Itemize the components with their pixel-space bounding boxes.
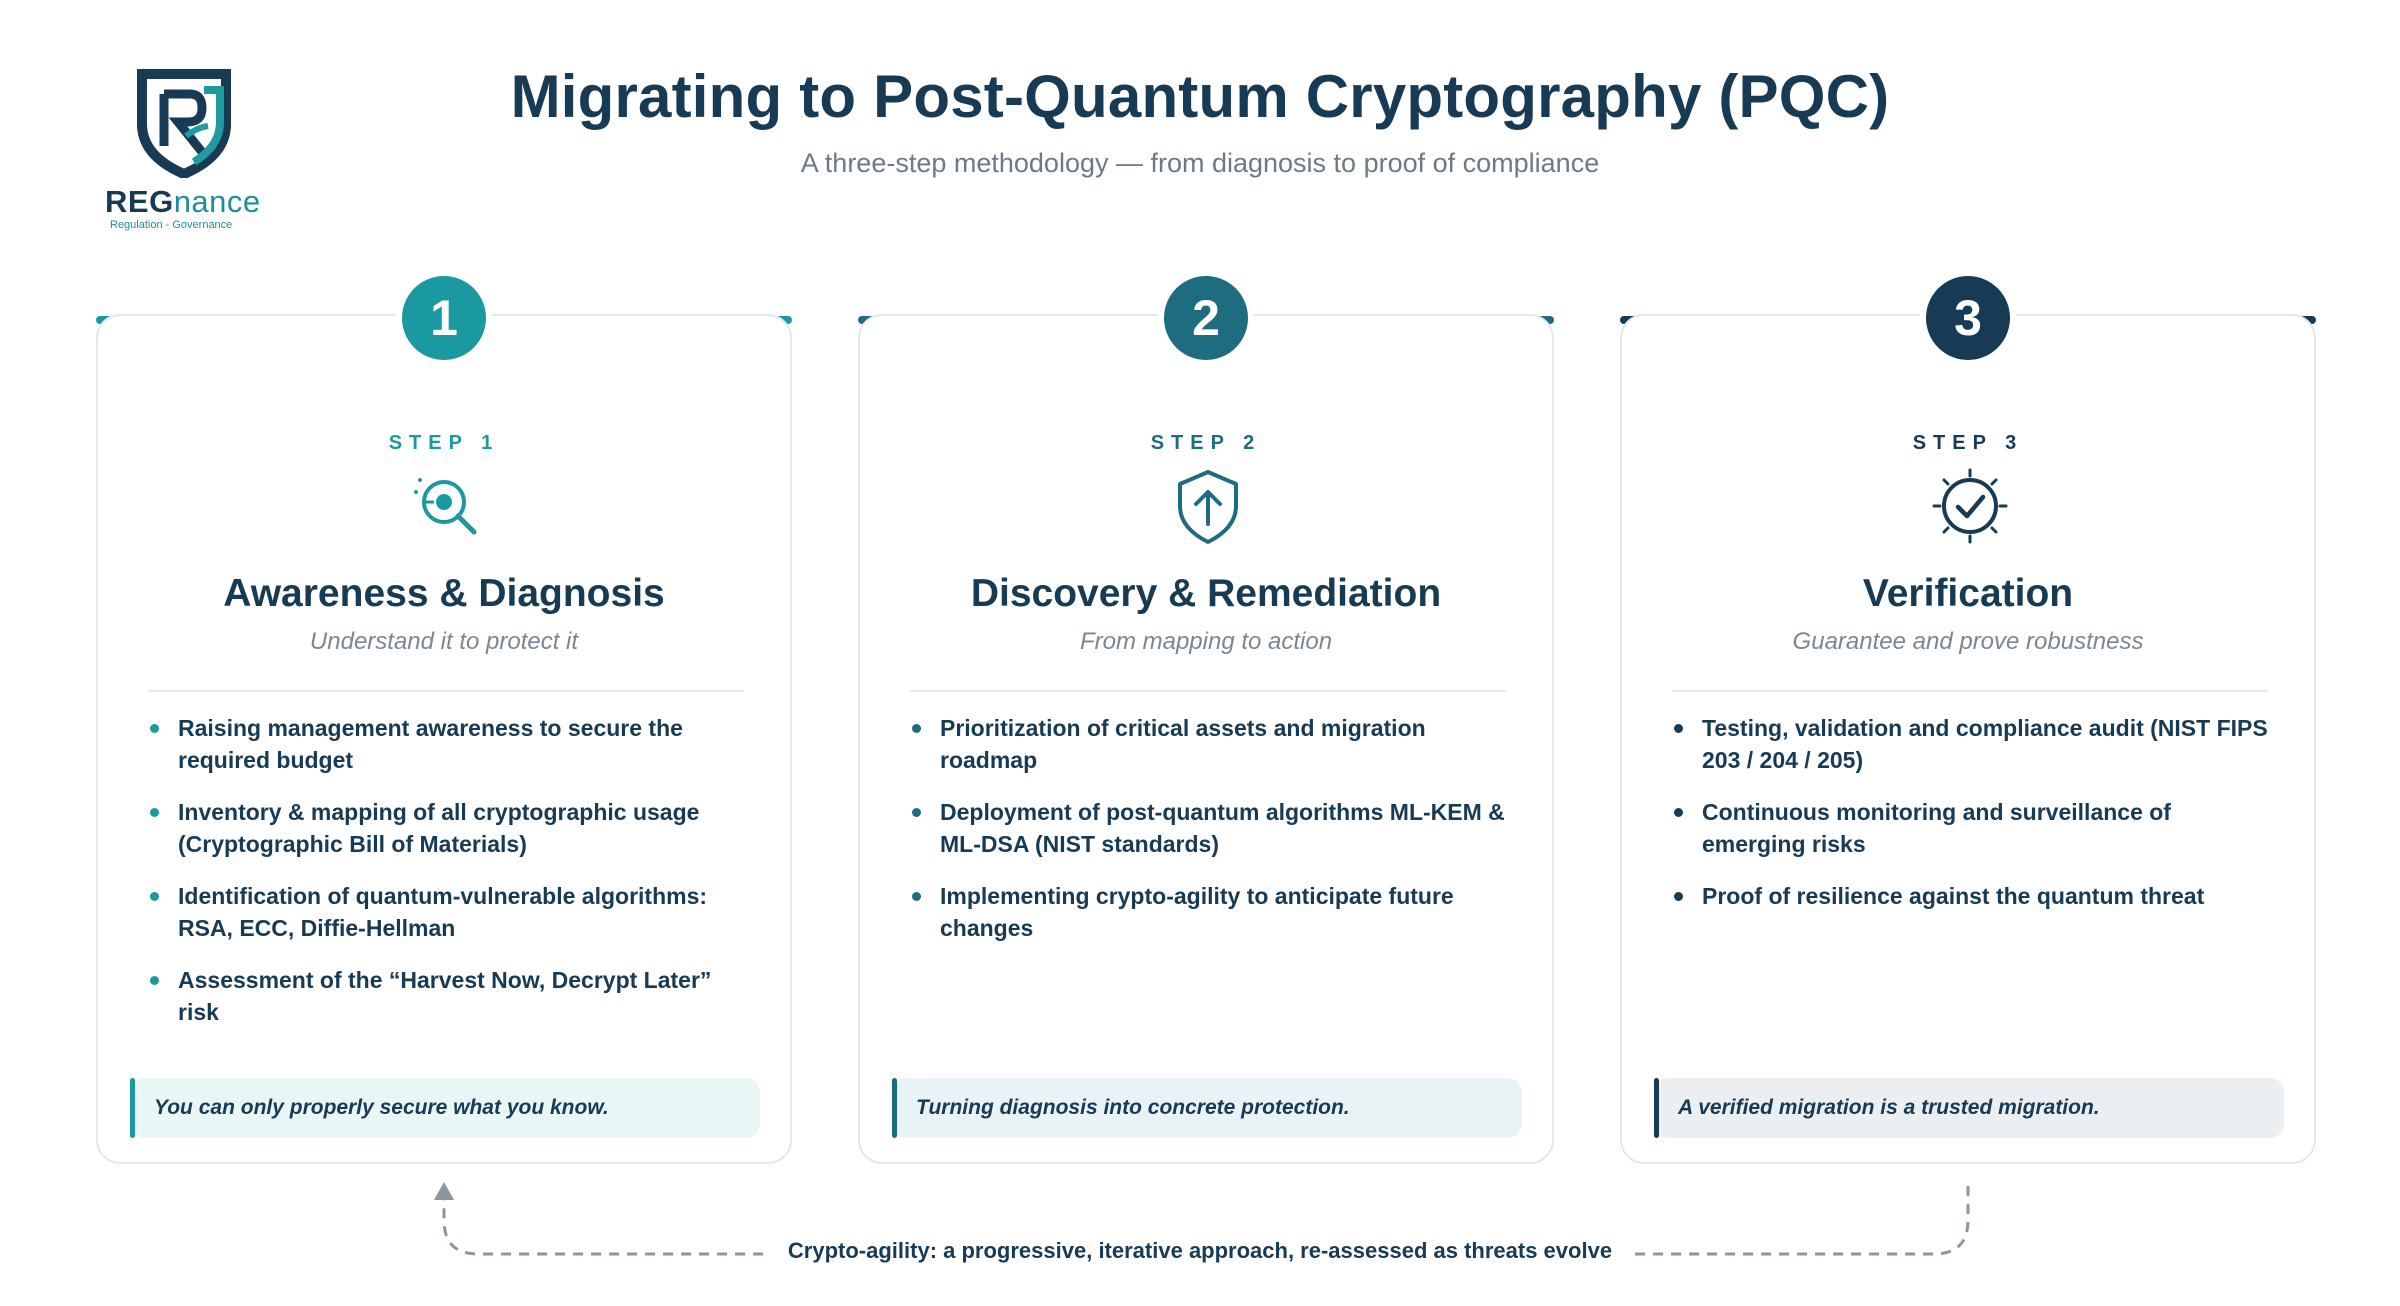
list-item: Proof of resilience against the quantum … xyxy=(1672,880,2272,912)
step-3-title: Verification xyxy=(1862,572,2074,615)
step-3-bullets: Testing, validation and compliance audit… xyxy=(1672,712,2272,932)
logo-tagline: Regulation - Governance xyxy=(110,219,233,231)
step-3-subtitle: Guarantee and prove robustness xyxy=(1792,628,2144,655)
step-2-subtitle: From mapping to action xyxy=(1079,628,1333,655)
step-1-bullets: Raising management awareness to secure t… xyxy=(148,712,748,1048)
divider xyxy=(910,690,1506,692)
step-2-badge: 2 xyxy=(1158,270,1254,366)
list-item: Prioritization of critical assets and mi… xyxy=(910,712,1510,776)
shield-logo-icon xyxy=(137,69,231,178)
step-1-badge: 1 xyxy=(396,270,492,366)
step-2-quote: Turning diagnosis into concrete protecti… xyxy=(892,1078,1522,1138)
list-item: Raising management awareness to secure t… xyxy=(148,712,748,776)
list-item: Identification of quantum-vulnerable alg… xyxy=(148,880,748,944)
list-item: Inventory & mapping of all cryptographic… xyxy=(148,796,748,860)
step-1-quote: You can only properly secure what you kn… xyxy=(130,1078,760,1138)
list-item: Continuous monitoring and surveillance o… xyxy=(1672,796,2272,860)
step-2-label: STEP 2 xyxy=(1150,432,1262,454)
step-2-bullets: Prioritization of critical assets and mi… xyxy=(910,712,1510,964)
arrow-head-icon xyxy=(434,1182,454,1200)
divider xyxy=(1672,690,2268,692)
loop-caption: Crypto-agility: a progressive, iterative… xyxy=(0,1238,2400,1264)
step-3-label: STEP 3 xyxy=(1912,432,2024,454)
regnance-logo: REGnance Regulation - Governance xyxy=(92,66,282,236)
page-title: Migrating to Post-Quantum Cryptography (… xyxy=(510,63,1890,130)
step-1-subtitle: Understand it to protect it xyxy=(309,628,579,655)
step-3-card: STEP 3 Verification Guarantee and prove … xyxy=(1620,314,2316,1164)
divider xyxy=(148,690,744,692)
step-1-title: Awareness & Diagnosis xyxy=(223,572,665,615)
shield-arrow-icon xyxy=(1178,470,1238,544)
step-2-title: Discovery & Remediation xyxy=(970,572,1442,615)
list-item: Deployment of post-quantum algorithms ML… xyxy=(910,796,1510,860)
step-2-card: STEP 2 Discovery & Remediation From mapp… xyxy=(858,314,1554,1164)
step-1-card: STEP 1 Awareness & Diagnosis Understand … xyxy=(96,314,792,1164)
logo-brand: REGnance xyxy=(105,184,261,219)
list-item: Implementing crypto-agility to anticipat… xyxy=(910,880,1510,944)
step-3-quote: A verified migration is a trusted migrat… xyxy=(1654,1078,2284,1138)
step-3-badge: 3 xyxy=(1920,270,2016,366)
list-item: Assessment of the “Harvest Now, Decrypt … xyxy=(148,964,748,1028)
list-item: Testing, validation and compliance audit… xyxy=(1672,712,2272,776)
page-subtitle: A three-step methodology — from diagnosi… xyxy=(800,148,1600,178)
magnifier-icon xyxy=(414,478,477,535)
check-circle-icon xyxy=(1932,468,2008,544)
step-1-label: STEP 1 xyxy=(388,432,500,454)
